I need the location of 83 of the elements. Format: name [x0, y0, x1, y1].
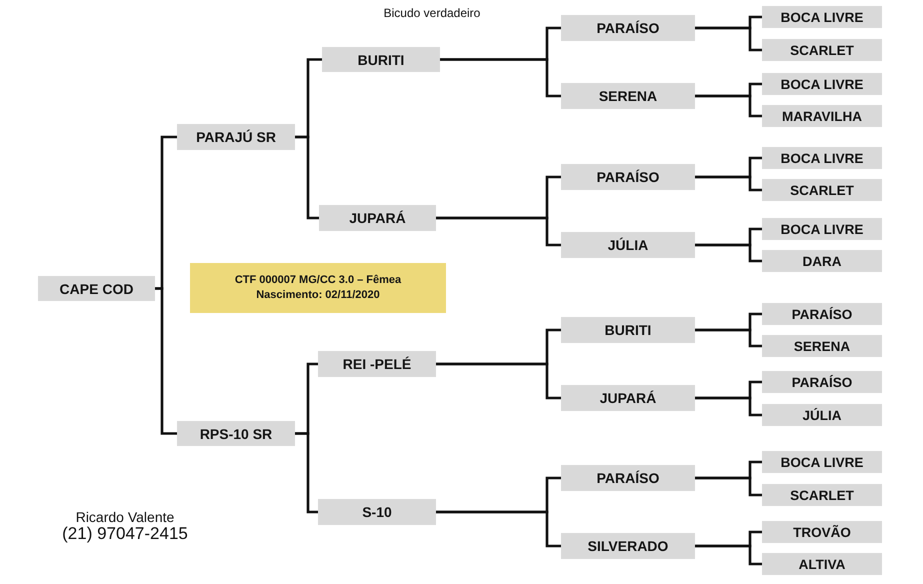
connector-line [695, 328, 762, 348]
contact-name: Ricardo Valente [74, 509, 176, 525]
name-box [38, 276, 155, 301]
name-box [762, 404, 882, 426]
bird-name: JUPARÁ [349, 210, 406, 226]
name-box [762, 451, 882, 473]
bird-name: BURITI [358, 52, 404, 68]
name-box [561, 15, 695, 41]
bird-name: PARAÍSO [792, 374, 852, 390]
name-box [177, 124, 295, 150]
name-box [762, 335, 882, 357]
bird-name: REI -PELÉ [342, 356, 412, 372]
connector-line [695, 26, 762, 52]
bird-name: SCARLET [790, 182, 854, 198]
bird-name: SILVERADO [588, 538, 668, 554]
name-box [561, 164, 695, 190]
name-box [561, 83, 695, 109]
bird-name: SCARLET [790, 488, 854, 502]
info-text: CTF 000007 MG/CC 3.0 – Fêmea [234, 273, 402, 288]
name-box [322, 47, 440, 72]
name-box [319, 205, 436, 231]
connector-line [695, 544, 762, 566]
bird-name: SCARLET [790, 42, 854, 58]
name-box [762, 521, 882, 543]
bird-name: DARA [802, 254, 842, 268]
bird-name: BOCA LIVRE [780, 454, 864, 470]
connector-line [295, 136, 319, 220]
bird-name: BOCA LIVRE [780, 150, 864, 166]
bird-name: RPS-10 SR [200, 426, 272, 442]
bird-name: SERENA [598, 88, 658, 104]
bird-name: CAPE COD [60, 280, 134, 296]
bird-name: PARAÍSO [596, 169, 660, 185]
name-box [762, 179, 882, 201]
name-box [762, 484, 882, 506]
bird-name: PARAÍSO [596, 470, 660, 486]
bird-name: BURITI [604, 322, 652, 338]
bird-name: JÚLIA [802, 408, 842, 422]
name-box [762, 6, 882, 28]
name-box [561, 385, 695, 411]
connector-line [155, 287, 177, 435]
connector-line [695, 176, 762, 192]
name-box [762, 39, 882, 61]
bird-name: SERENA [794, 338, 850, 354]
bird-name: TROVÃO [793, 524, 851, 540]
name-box [561, 317, 695, 343]
connector-line [695, 396, 762, 416]
connector-line [695, 476, 762, 496]
name-box [762, 73, 882, 95]
name-box [762, 371, 882, 393]
bird-name: PARAÍSO [792, 306, 852, 322]
bird-name: BOCA LIVRE [780, 10, 864, 24]
bird-name: JÚLIA [608, 237, 648, 253]
name-box [561, 533, 695, 559]
name-box [762, 147, 882, 169]
name-box [762, 250, 882, 272]
name-box [762, 218, 882, 240]
bird-name: MARAVILHA [782, 108, 862, 124]
name-box [762, 303, 882, 325]
connector-line [695, 244, 762, 262]
connector-line [295, 432, 318, 514]
phone-number: (21) 97047-2415 [61, 524, 189, 544]
bird-name: PARAÍSO [596, 20, 660, 36]
bird-name: BOCA LIVRE [780, 222, 864, 236]
name-box [561, 232, 695, 258]
name-box [318, 351, 436, 377]
connector-line [440, 58, 561, 98]
name-box [762, 105, 882, 127]
bird-name: S-10 [362, 504, 392, 520]
connector-line [695, 94, 762, 118]
connector-line [436, 510, 561, 548]
chart-title: Bicudo verdadeiro [382, 6, 482, 20]
bird-name: PARAJÚ SR [196, 129, 276, 145]
bird-name: ALTIVA [798, 556, 846, 572]
info-text: Nascimento: 02/11/2020 [256, 288, 380, 303]
bird-name: BOCA LIVRE [780, 76, 864, 92]
name-box [561, 465, 695, 491]
info-box [190, 263, 446, 313]
connector-line [436, 362, 561, 400]
name-box [177, 421, 295, 446]
bird-name: JUPARÁ [600, 390, 656, 406]
connector-line [436, 216, 561, 246]
name-box [318, 499, 436, 525]
name-box [762, 553, 882, 575]
